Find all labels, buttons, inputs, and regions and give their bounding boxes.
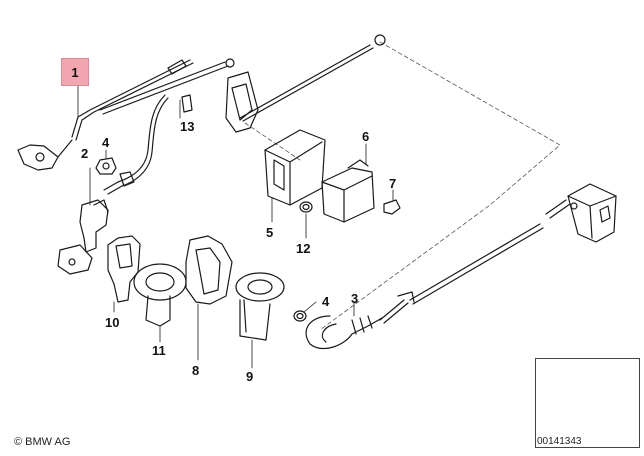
callout-4-upper[interactable]: 4 <box>102 135 110 150</box>
part-2-bracket <box>57 199 109 275</box>
part-7-clip <box>383 199 401 215</box>
part-9-boot <box>235 272 285 341</box>
callout-5[interactable]: 5 <box>266 225 274 240</box>
long-cable-to-eyelet <box>225 34 386 133</box>
label-leader-lines <box>77 84 394 369</box>
copyright-text: © BMW AG <box>14 436 71 448</box>
right-connector <box>545 183 617 243</box>
part-10-clip <box>107 235 141 303</box>
callout-10[interactable]: 10 <box>105 315 120 330</box>
callout-6[interactable]: 6 <box>362 129 370 144</box>
document-number: 00141343 <box>537 436 582 447</box>
callout-12[interactable]: 12 <box>296 241 311 256</box>
callout-4-lower[interactable]: 4 <box>322 294 330 309</box>
callout-2[interactable]: 2 <box>81 146 89 161</box>
part-8-cover <box>185 235 233 305</box>
part-5-box <box>264 129 326 206</box>
callout-7[interactable]: 7 <box>389 176 397 191</box>
part-11-grommet <box>133 263 187 327</box>
callout-9[interactable]: 9 <box>246 369 254 384</box>
callout-1[interactable]: 1 <box>61 58 89 86</box>
callout-8[interactable]: 8 <box>192 363 200 378</box>
part-4-nut-lower <box>293 310 307 322</box>
callout-13[interactable]: 13 <box>180 119 195 134</box>
part-4-nut-upper <box>95 157 117 175</box>
part-6-cover <box>321 159 375 223</box>
part-13-cable <box>99 58 235 195</box>
car-thumbnail-frame <box>535 358 640 448</box>
part-1-battery-cable <box>17 59 194 171</box>
callout-11[interactable]: 11 <box>152 343 166 358</box>
part-3-cable-with-bellows <box>305 223 544 349</box>
callout-3[interactable]: 3 <box>351 291 359 306</box>
part-12-ring <box>299 201 313 213</box>
dashed-leader-lines <box>244 41 561 331</box>
